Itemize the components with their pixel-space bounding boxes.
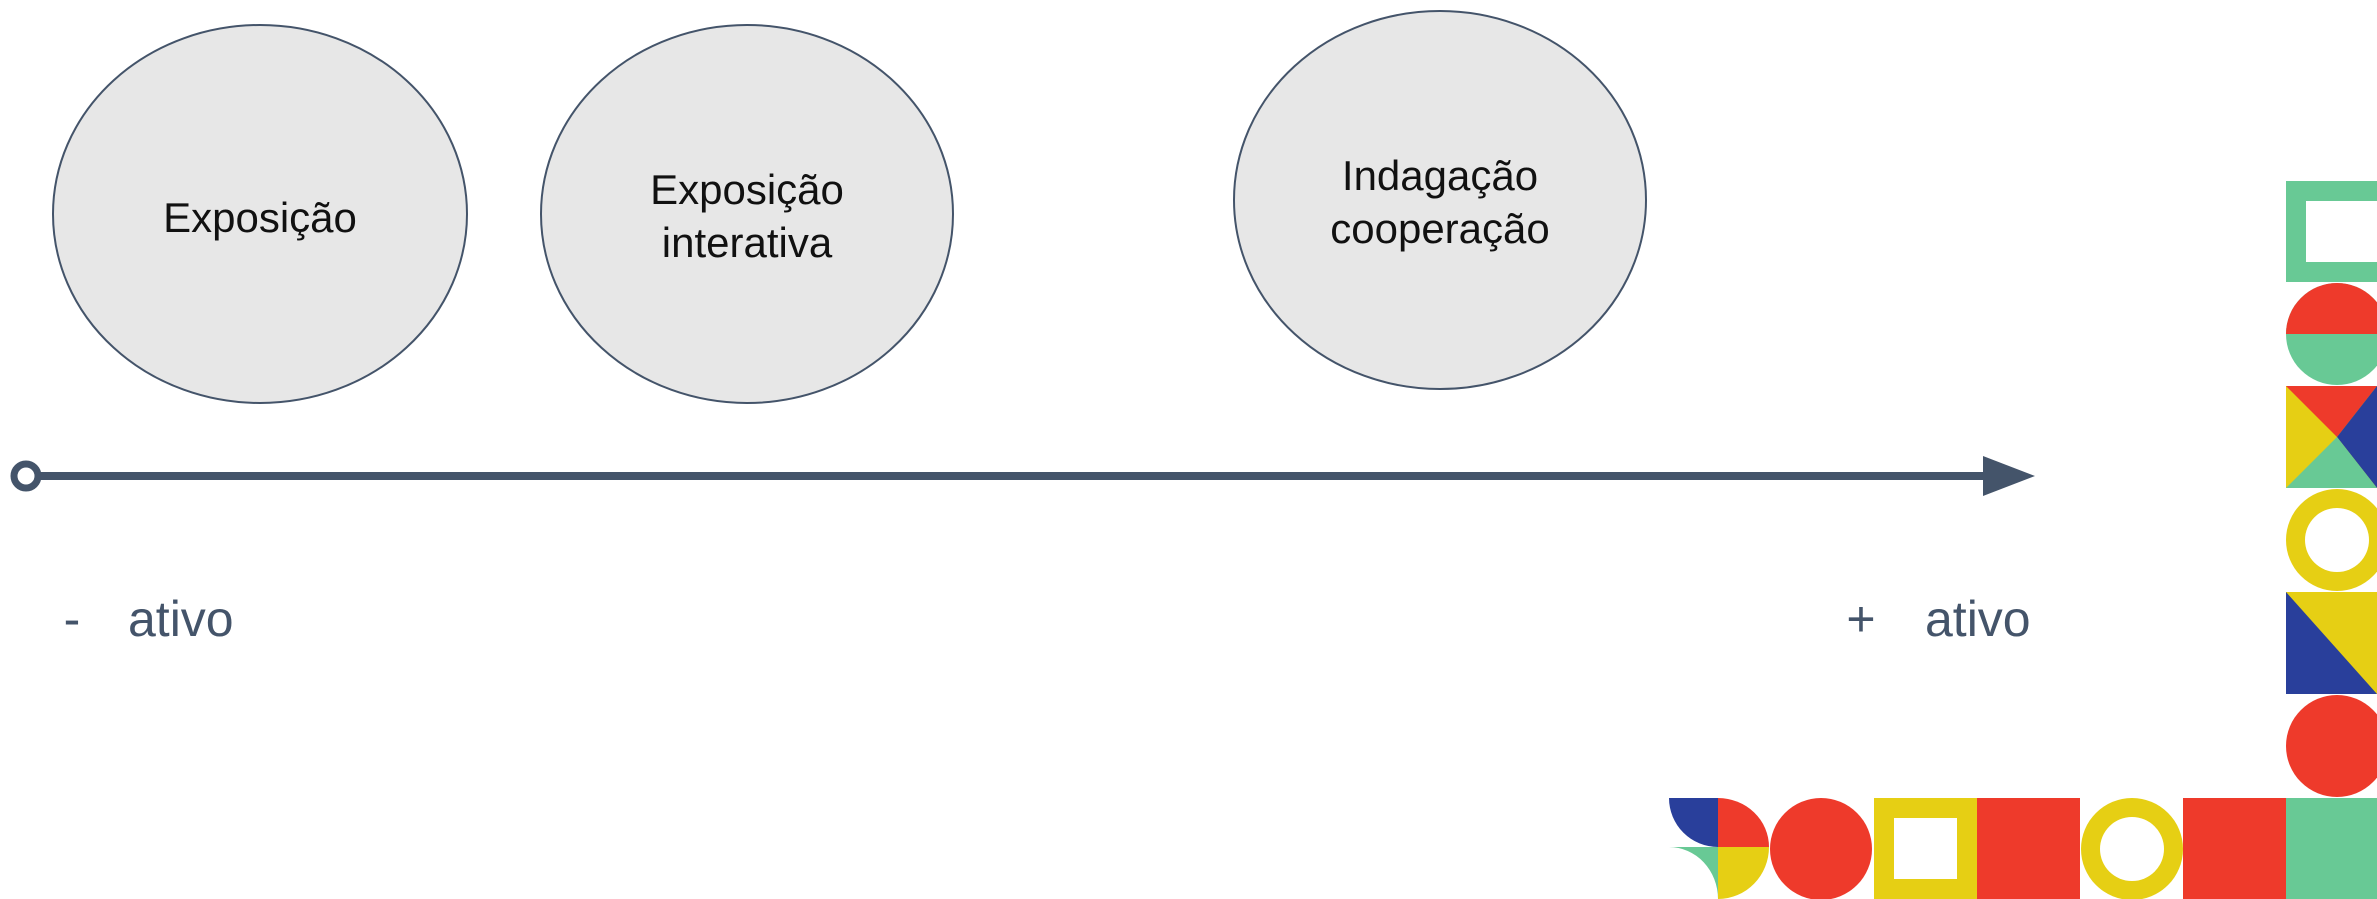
node-exposicao: Exposição <box>52 24 468 404</box>
node-exposicao-interativa: Exposição interativa <box>540 24 954 404</box>
green-square-tile <box>2286 798 2377 899</box>
red-green-circle-tile <box>2286 283 2377 385</box>
scale-left-label: ativo <box>128 591 234 647</box>
red-circle-bottom-tile <box>1770 798 1872 899</box>
node-label-indagacao-cooperacao-line2: cooperação <box>1330 205 1550 252</box>
triangle-quad-tile <box>2286 386 2377 488</box>
axis-arrowhead <box>1983 456 2035 496</box>
green-square-frame-tile <box>2286 181 2377 282</box>
node-label-exposicao-interativa-line2: interativa <box>662 219 833 266</box>
node-indagacao-cooperacao: Indagação cooperação <box>1233 10 1647 390</box>
red-circle-tile <box>2286 695 2377 797</box>
yellow-ring-bottom-tile <box>2081 798 2183 899</box>
blue-yellow-triangle-tile <box>2286 592 2377 694</box>
scale-left-sign: - <box>64 591 81 647</box>
red-square-bottom-tile <box>2183 798 2286 899</box>
scale-right-sign: + <box>1846 591 1875 647</box>
geometric-decoration <box>1669 181 2377 899</box>
node-label-exposicao: Exposição <box>163 194 357 241</box>
red-square-tile <box>1977 798 2080 899</box>
quarter-circles-tile <box>1669 798 1769 899</box>
node-label-indagacao-cooperacao-line1: Indagação <box>1342 152 1538 199</box>
scale-right-label: ativo <box>1925 591 2031 647</box>
node-label-exposicao-interativa-line1: Exposição <box>650 166 844 213</box>
activity-axis <box>10 456 2035 496</box>
yellow-ring-tile <box>2286 489 2377 591</box>
yellow-square-frame-tile <box>1874 798 1977 899</box>
axis-start-circle <box>10 460 42 492</box>
